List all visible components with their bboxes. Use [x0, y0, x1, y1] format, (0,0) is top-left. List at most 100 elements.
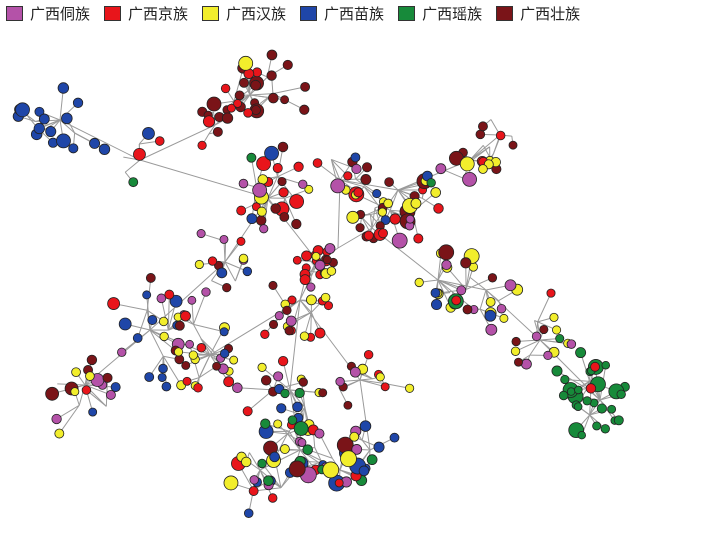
- node-dong: [285, 315, 297, 327]
- node-han: [552, 325, 562, 335]
- node-jing: [236, 236, 246, 246]
- node-han: [159, 331, 169, 342]
- node-miao: [246, 213, 258, 225]
- node-zhuang: [251, 105, 261, 116]
- node-yao: [263, 475, 274, 487]
- node-yao: [616, 389, 626, 399]
- node-yao: [582, 396, 592, 406]
- node-zhuang: [343, 400, 353, 410]
- node-jing: [343, 171, 353, 181]
- node-han: [349, 431, 360, 442]
- node-dong: [51, 413, 62, 425]
- node-dong: [496, 303, 507, 314]
- node-jing: [248, 486, 259, 496]
- node-yao: [607, 404, 617, 414]
- node-miao: [161, 381, 172, 392]
- node-yao: [555, 333, 565, 344]
- network-edge: [529, 339, 541, 356]
- node-han: [85, 371, 95, 381]
- node-han: [311, 251, 321, 261]
- node-miao: [144, 372, 155, 382]
- legend-label-zhuang: 广西壮族: [520, 4, 581, 23]
- legend-label-yao: 广西瑶族: [422, 4, 483, 23]
- node-jing: [314, 327, 326, 339]
- node-zhuang: [539, 324, 549, 335]
- node-zhuang: [206, 96, 222, 112]
- node-han: [238, 55, 254, 71]
- node-jing: [378, 228, 388, 239]
- node-jing: [287, 295, 297, 305]
- node-zhuang: [288, 460, 306, 478]
- network-edge: [58, 404, 80, 434]
- network-edge: [369, 214, 373, 229]
- node-dong: [249, 475, 259, 485]
- node-miao: [72, 97, 84, 108]
- node-han: [70, 387, 80, 397]
- node-jing: [133, 147, 146, 161]
- node-han: [279, 444, 290, 454]
- node-han: [229, 355, 239, 365]
- node-jing: [196, 343, 207, 353]
- node-miao: [88, 407, 98, 417]
- node-yao: [287, 415, 298, 425]
- node-dong: [252, 182, 268, 198]
- node-dong: [435, 163, 447, 175]
- node-jing: [451, 295, 462, 306]
- node-han: [158, 316, 169, 327]
- legend-item-han: 广西汉族: [202, 3, 286, 24]
- node-miao: [359, 420, 372, 432]
- node-miao: [142, 127, 155, 140]
- node-zhuang: [234, 90, 245, 101]
- node-dong: [349, 366, 361, 378]
- node-jing: [389, 213, 401, 225]
- node-yao: [280, 388, 290, 399]
- node-miao: [147, 315, 158, 325]
- node-jing: [299, 274, 311, 286]
- node-han: [478, 164, 488, 174]
- node-miao: [169, 294, 183, 308]
- network-edge: [137, 310, 148, 339]
- node-dong: [196, 229, 206, 239]
- node-jing: [223, 376, 235, 388]
- node-dong: [521, 358, 532, 370]
- node-zhuang: [355, 223, 365, 233]
- node-zhuang: [280, 95, 290, 105]
- node-miao: [61, 112, 73, 125]
- node-yao: [601, 360, 611, 370]
- network-edge: [469, 277, 487, 291]
- network-edge: [59, 119, 75, 134]
- network-edge: [437, 279, 451, 294]
- node-jing: [413, 233, 424, 244]
- node-dong: [273, 371, 284, 382]
- node-yao: [128, 177, 139, 188]
- network-edge: [167, 294, 170, 331]
- node-jing: [590, 361, 600, 372]
- node-han: [383, 198, 393, 209]
- node-zhuang: [438, 244, 455, 261]
- node-han: [223, 475, 239, 491]
- node-zhuang: [266, 70, 277, 81]
- node-zhuang: [279, 212, 290, 222]
- node-zhuang: [212, 126, 223, 137]
- node-miao: [15, 102, 30, 118]
- node-zhuang: [362, 162, 373, 173]
- node-han: [322, 461, 340, 479]
- edges: [18, 54, 626, 514]
- node-jing: [243, 108, 253, 118]
- node-zhuang: [462, 304, 473, 315]
- node-dong: [335, 376, 345, 387]
- node-dong: [531, 331, 542, 342]
- network-edge: [267, 176, 278, 199]
- node-han: [194, 259, 204, 270]
- node-zhuang: [268, 319, 279, 330]
- node-han: [54, 428, 65, 439]
- node-jing: [312, 158, 323, 168]
- network-edge: [59, 119, 141, 161]
- node-jing: [226, 103, 236, 113]
- node-jing: [164, 289, 175, 300]
- node-miao: [118, 317, 132, 331]
- node-miao: [269, 451, 280, 463]
- node-yao: [551, 365, 563, 377]
- node-zhuang: [298, 377, 308, 387]
